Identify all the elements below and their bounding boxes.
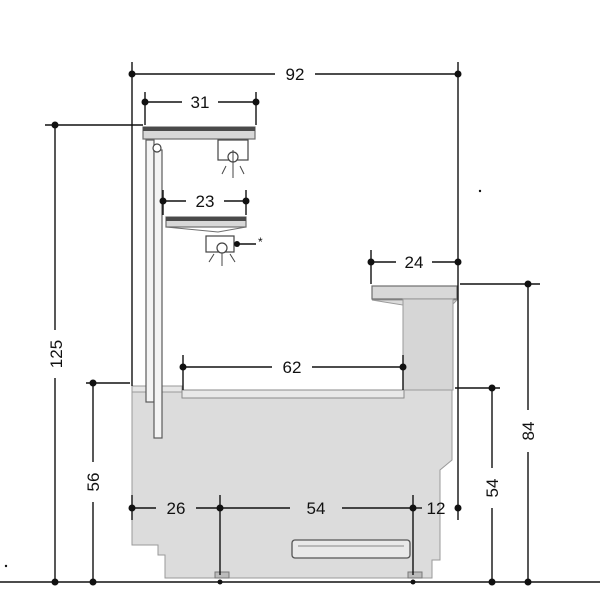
dim-middle-shelf-label: 23 <box>196 192 215 211</box>
dim-middle-shelf: 23 <box>159 190 250 215</box>
counter-top <box>371 285 458 300</box>
dim-counter-width: 24 <box>367 250 462 284</box>
stray-mark <box>478 189 482 193</box>
well-floor <box>181 389 405 399</box>
dim-base-chain: 26 54 12 <box>128 495 462 575</box>
dim-base-rear-label: 12 <box>427 499 446 518</box>
foot-rear <box>407 571 423 579</box>
dim-top-shelf-label: 31 <box>191 93 210 112</box>
dim-counter-height: 84 <box>460 280 540 586</box>
dim-front-height-label: 56 <box>84 473 103 492</box>
top-shelf-edge <box>143 127 255 131</box>
lamp-mark: * <box>258 235 263 249</box>
dim-base-front-label: 26 <box>167 499 186 518</box>
tray <box>291 539 411 559</box>
front-glass <box>145 139 155 403</box>
stray-mark-left <box>4 564 8 568</box>
dim-base-middle-label: 54 <box>307 499 326 518</box>
middle-shelf-edge <box>166 217 246 221</box>
top-lamp-icon <box>217 139 249 178</box>
post-cap <box>152 143 162 153</box>
dim-front-height: 56 <box>84 379 130 586</box>
dim-counter-width-label: 24 <box>405 253 424 272</box>
dim-overall-height-label: 125 <box>47 340 66 368</box>
middle-lamp-icon <box>205 235 236 266</box>
middle-shelf-bracket <box>165 226 247 233</box>
dim-inner-height: 54 <box>455 384 502 586</box>
dim-overall-height: 125 <box>45 121 143 586</box>
dim-overall-width-label: 92 <box>286 65 305 84</box>
dim-well-width-label: 62 <box>283 358 302 377</box>
dim-well-width: 62 <box>179 355 407 390</box>
dim-overall-width: 92 <box>128 62 462 520</box>
dim-top-shelf: 31 <box>141 92 260 125</box>
ground-line <box>0 579 600 585</box>
dim-counter-height-label: 84 <box>519 422 538 441</box>
foot-front <box>214 571 230 579</box>
rear-block <box>402 298 454 391</box>
dim-inner-height-label: 54 <box>483 479 502 498</box>
support-post <box>153 149 163 439</box>
